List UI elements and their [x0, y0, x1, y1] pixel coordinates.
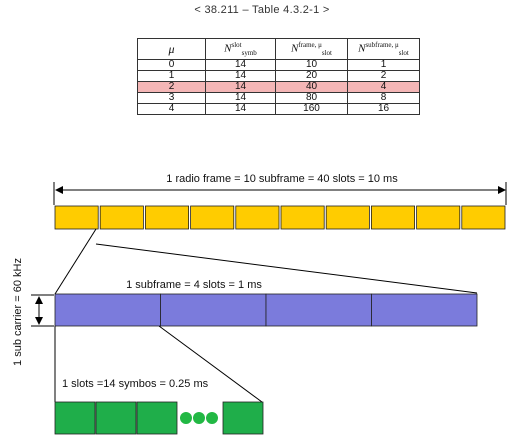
slot-label: 1 slots =14 symbos = 0.25 ms: [62, 378, 209, 390]
ellipsis-dot: [206, 412, 218, 424]
subframe-box: [190, 205, 235, 230]
slot-box: [54, 293, 161, 327]
table-caption: < 38.211 – Table 4.3.2-1 >: [194, 4, 330, 16]
numerology-table: μ Nslotsymb Nframe, μslot Nsubframe, μsl…: [137, 38, 420, 115]
table-row: 4 14 160 16: [137, 103, 420, 115]
table-row: 3 14 80 8: [137, 92, 420, 104]
radio-frame-bar: [54, 205, 506, 230]
slot-symbol-bar: [54, 401, 264, 435]
slot-box: [265, 293, 372, 327]
symbol-box: [54, 401, 96, 435]
symbol-box: [95, 401, 137, 435]
slot-box: [371, 293, 478, 327]
symbol-box: [222, 401, 264, 435]
subframe-box: [280, 205, 325, 230]
subframe-box: [144, 205, 189, 230]
subframe-box: [461, 205, 506, 230]
subframe-box: [416, 205, 461, 230]
ellipsis-dot: [193, 412, 205, 424]
slot-zoom-line-right: [158, 325, 263, 403]
ellipsis-dot: [180, 412, 192, 424]
subcarrier-label: 1 sub carrier = 60 kHz: [12, 258, 24, 366]
subframe-zoom-line-right: [95, 243, 478, 294]
subframe-box: [235, 205, 280, 230]
subframe-label: 1 subframe = 4 slots = 1 ms: [126, 279, 262, 291]
subframe-box: [325, 205, 370, 230]
symbol-box: [136, 401, 178, 435]
cell-subframe: 16: [347, 103, 420, 115]
cell-frame: 160: [275, 103, 348, 115]
subframe-bar: [54, 293, 478, 327]
subframe-box: [54, 205, 99, 230]
subframe-box: [99, 205, 144, 230]
subframe-zoom-line-left: [54, 228, 97, 295]
slot-box: [160, 293, 267, 327]
cell-subframe: 4: [347, 81, 420, 93]
radio-frame-label: 1 radio frame = 10 subframe = 40 slots =…: [166, 173, 398, 185]
subframe-box: [370, 205, 415, 230]
